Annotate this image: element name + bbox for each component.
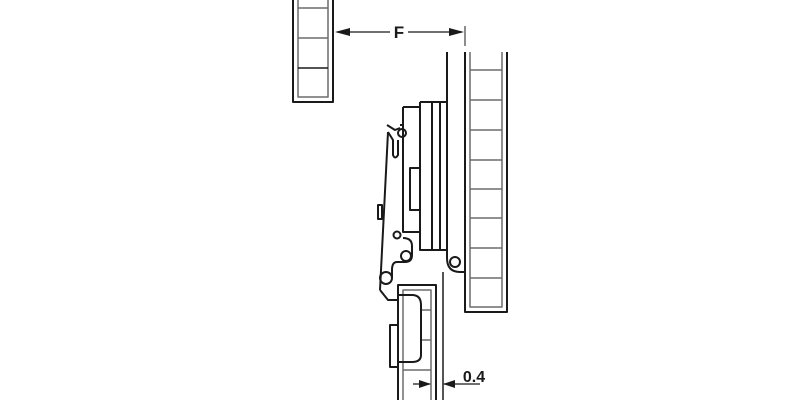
dimension-f-label: F <box>394 23 404 42</box>
mounting-strip <box>446 52 465 273</box>
lower-panel <box>389 272 444 400</box>
dimension-gap <box>413 380 480 388</box>
left-upper-panel <box>292 0 334 103</box>
hinge-body <box>377 101 447 301</box>
dimension-gap-label: 0.4 <box>463 369 485 386</box>
right-panel <box>464 52 508 313</box>
dimension-f <box>335 26 466 46</box>
